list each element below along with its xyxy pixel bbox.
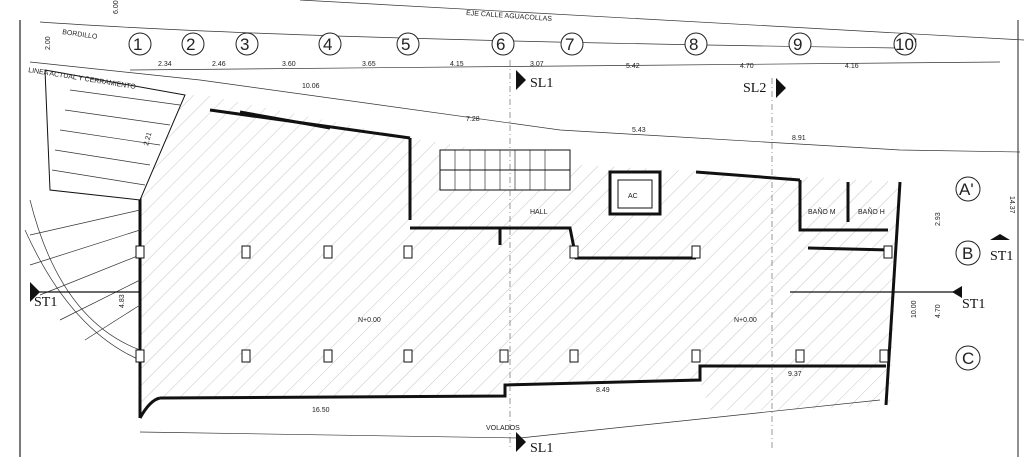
- grid-column-markers: [128, 32, 917, 56]
- ac-room-inner: [617, 179, 653, 209]
- exterior-stair: [24, 69, 186, 361]
- structural-columns: [135, 245, 893, 363]
- dim-right-inner: 10.00: [911, 300, 918, 318]
- wall-upper-right: [695, 170, 801, 182]
- top-dim-7: 5.42: [626, 63, 640, 70]
- section-label-sl1-top: SL1: [530, 76, 553, 91]
- room-hall: HALL: [530, 209, 548, 216]
- wall-right: [884, 181, 902, 406]
- setback-mid: 2.00: [45, 36, 52, 50]
- dim-right-total: 14.37: [1008, 196, 1015, 214]
- wall-bath: [798, 180, 888, 232]
- room-bano-h: BAÑO H: [858, 207, 885, 216]
- grid-col-6: 6: [496, 35, 505, 54]
- grid-col-9: 9: [793, 35, 802, 54]
- grid-row-a: A': [959, 180, 974, 199]
- top-dim-1: 2.34: [158, 61, 172, 68]
- main-stair: [439, 149, 571, 191]
- dim-d4: 8.91: [792, 135, 806, 142]
- section-marker-st1-right: [952, 286, 962, 298]
- section-marker-sl1-top: [516, 70, 526, 90]
- dim-stair: 2.21: [143, 131, 153, 146]
- level-right: N+0.00: [734, 317, 757, 324]
- room-ac: AC: [628, 193, 638, 200]
- dim-right-a: 2.93: [935, 212, 942, 226]
- room-bano-m: BAÑO M: [808, 207, 836, 216]
- section-marker-st1-left: [30, 282, 40, 302]
- wall-top-b: [239, 110, 331, 130]
- volados-label: VOLADOS: [486, 425, 520, 432]
- section-marker-st1-right-top: [990, 234, 1010, 240]
- dim-bottom-right: 9.37: [788, 371, 802, 378]
- grid-col-2: 2: [186, 35, 195, 54]
- top-dim-4: 3.65: [362, 61, 376, 68]
- wall-bath-bottom: [807, 246, 891, 252]
- grid-col-1: 1: [133, 35, 142, 54]
- top-dim-3: 3.60: [282, 61, 296, 68]
- dim-bottom-mid: 8.49: [596, 387, 610, 394]
- top-dim-2: 2.46: [212, 61, 226, 68]
- grid-col-7: 7: [565, 35, 574, 54]
- section-label-sl1-bottom: SL1: [530, 441, 553, 456]
- top-dim-line: [129, 61, 1001, 71]
- section-label-st1-right-b: ST1: [990, 249, 1013, 264]
- floor-area: [138, 92, 900, 418]
- top-dim-9: 4.16: [845, 63, 859, 70]
- setback-left: 6.00: [113, 0, 120, 14]
- street-axis-label: EJE CALLE AGUACOLLAS: [466, 10, 553, 23]
- dim-bottom-left: 16.50: [312, 407, 330, 414]
- fence-line: [29, 61, 1021, 153]
- dim-d1: 10.06: [302, 83, 320, 90]
- section-marker-sl1-bottom: [516, 432, 526, 452]
- grid-row-c: C: [962, 349, 974, 368]
- wall-corner: [138, 396, 161, 419]
- dim-left-vertical: 4.83: [119, 294, 126, 308]
- grid-col-8: 8: [689, 35, 698, 54]
- top-dim-6: 3.07: [530, 61, 544, 68]
- top-dim-5: 4.15: [450, 61, 464, 68]
- curb-line: [39, 21, 901, 49]
- top-dim-8: 4.70: [740, 63, 754, 70]
- dim-d2: 7.28: [466, 116, 480, 123]
- grid-col-10: 10': [895, 35, 917, 54]
- section-label-st1-left: ST1: [34, 295, 57, 310]
- dim-d3: 5.43: [632, 127, 646, 134]
- grid-col-5: 5: [401, 35, 410, 54]
- section-label-st1-right: ST1: [962, 297, 985, 312]
- curb-label: BORDILLO: [62, 29, 99, 41]
- wall-hall-bottom: [410, 226, 696, 260]
- grid-row-b: B: [962, 244, 973, 263]
- grid-col-4: 4: [323, 35, 332, 54]
- grid-col-3: 3: [240, 35, 249, 54]
- grid-row-markers: [955, 176, 981, 371]
- section-marker-sl2: [776, 78, 786, 98]
- section-label-sl2: SL2: [743, 81, 766, 96]
- wall-bottom: [159, 364, 886, 400]
- dim-right-b: 4.70: [935, 304, 942, 318]
- level-left: N+0.00: [358, 317, 381, 324]
